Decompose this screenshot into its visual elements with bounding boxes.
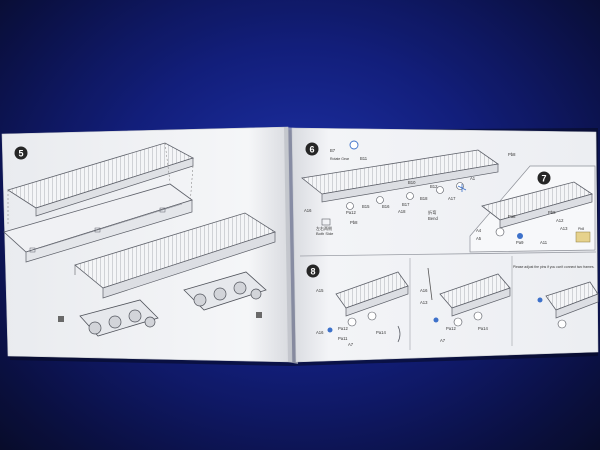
svg-text:B7: B7 (330, 148, 336, 153)
svg-text:B16: B16 (382, 204, 390, 209)
svg-text:Pa12: Pa12 (346, 210, 356, 215)
svg-text:Pb8: Pb8 (548, 210, 556, 215)
svg-text:Pa12: Pa12 (338, 326, 348, 331)
svg-text:A18: A18 (398, 209, 406, 214)
step-8-illustration-a (327, 271, 409, 343)
step-8-illustration-b (427, 267, 511, 327)
svg-text:B11: B11 (360, 156, 368, 161)
svg-text:Pa12: Pa12 (446, 326, 456, 331)
svg-text:5: 5 (18, 149, 23, 159)
svg-text:8: 8 (310, 267, 315, 277)
svg-text:A16: A16 (420, 288, 428, 293)
svg-text:A4: A4 (476, 228, 482, 233)
bogie-left-illustration (58, 299, 159, 337)
part-tag (256, 312, 262, 318)
part-tag (58, 316, 64, 322)
step-7-illustration (481, 181, 593, 243)
step-7-marker: 7 (537, 171, 551, 185)
svg-text:Rotate Gear: Rotate Gear (330, 157, 350, 161)
bogie-right-illustration (183, 271, 267, 318)
svg-text:B12: B12 (430, 184, 438, 189)
svg-text:A7: A7 (440, 338, 446, 343)
svg-text:A13: A13 (560, 226, 568, 231)
step-5-marker: 5 (14, 146, 28, 160)
svg-text:A5: A5 (476, 236, 482, 241)
svg-text:Bend: Bend (428, 216, 438, 221)
svg-text:折弯: 折弯 (428, 209, 436, 216)
lower-deck-illustration (74, 212, 276, 299)
svg-text:A12: A12 (556, 218, 564, 223)
svg-text:B17: B17 (402, 202, 410, 207)
step-6-illustration (301, 140, 500, 226)
step-6-labels: B7 B11 B10 B12 B16 B17 B15 B18 A16 Pa12 … (304, 148, 516, 236)
svg-text:A11: A11 (540, 240, 548, 245)
svg-text:Pa14: Pa14 (376, 330, 386, 335)
svg-text:B18: B18 (420, 196, 428, 201)
svg-text:A7: A7 (348, 342, 354, 347)
svg-text:Both Side: Both Side (316, 231, 334, 236)
svg-text:A13: A13 (420, 300, 428, 305)
left-page: 5 (1, 126, 293, 363)
svg-text:Pb8: Pb8 (578, 227, 584, 231)
step-7-labels: A4 A5 Pa8 Pa9 A11 Pb8 A12 A13 折弯 Bend Pb… (428, 209, 584, 245)
right-page: 6 B7 B11 B10 B12 B16 B17 B15 B18 A16 Pa1… (291, 127, 599, 363)
svg-text:Pa14: Pa14 (478, 326, 488, 331)
svg-text:A1: A1 (470, 176, 476, 181)
svg-text:左右两侧: 左右两侧 (316, 225, 332, 231)
svg-text:Pb8: Pb8 (508, 152, 516, 157)
step-8-labels: A15 A16 Pa12 Pa11 Pa14 A7 A16 A13 Pa12 A… (316, 288, 488, 347)
svg-text:Pb8: Pb8 (350, 220, 358, 225)
svg-text:A17: A17 (448, 196, 456, 201)
svg-text:6: 6 (309, 145, 314, 155)
svg-text:7: 7 (541, 174, 546, 184)
svg-text:A15: A15 (316, 288, 324, 293)
step-8-illustration-c (537, 281, 599, 329)
chassis-frame-illustration (3, 183, 193, 263)
step-6-marker: 6 (305, 142, 319, 156)
step-8-marker: 8 (306, 264, 320, 278)
svg-text:B10: B10 (408, 180, 416, 185)
svg-text:Pa11: Pa11 (338, 336, 348, 341)
svg-text:A16: A16 (304, 208, 312, 213)
upper-deck-illustration (7, 142, 195, 226)
svg-text:B15: B15 (362, 204, 370, 209)
svg-text:A16: A16 (316, 330, 324, 335)
svg-text:Pa8: Pa8 (508, 214, 516, 219)
svg-text:Pa9: Pa9 (516, 240, 524, 245)
step-8-caption: Please adjust the pins if you can't conn… (513, 265, 595, 269)
